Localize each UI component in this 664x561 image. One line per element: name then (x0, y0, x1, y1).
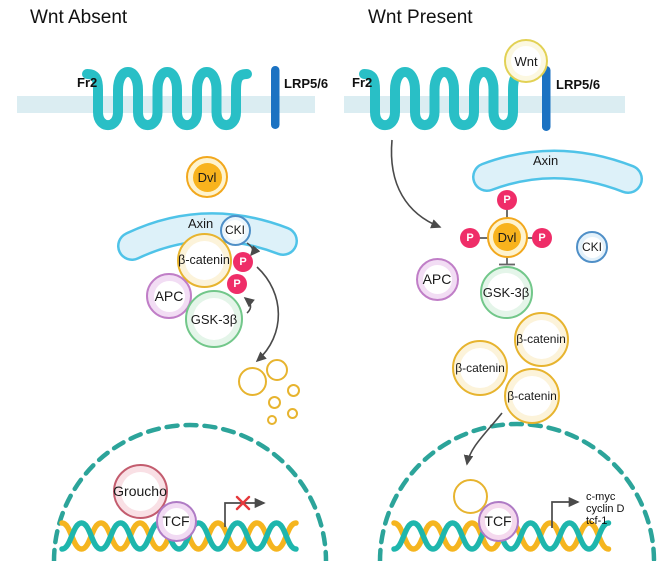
panel-title-wnt-present: Wnt Present (368, 7, 473, 28)
axin-crescent-right (472, 149, 643, 194)
beta-catenin-node-left: β-catenin (176, 232, 232, 288)
blocked-transcription-x-icon (235, 495, 251, 511)
phosphate-node-right-right: P (532, 228, 552, 248)
cki-node-right: CKI (576, 231, 608, 263)
axin-crescent-left (117, 212, 298, 261)
groucho-label: Groucho (113, 483, 167, 499)
gsk3b-node-right: GSK-3β (479, 265, 533, 319)
dvl-label: Dvl (197, 169, 217, 185)
degraded-fragment-circle (286, 407, 298, 419)
nucleus-envelope-left (51, 422, 329, 561)
tcf-label: TCF (162, 513, 190, 529)
lrp5-6-label-left: LRP5/6 (284, 76, 329, 91)
target-gene-tcf-1: tcf-1 (586, 515, 608, 527)
cki-label: CKI (581, 240, 602, 254)
lrp5-6-label-right: LRP5/6 (556, 77, 601, 92)
axin-label-right: Axin (533, 153, 559, 168)
phosphate-node-left-1: P (233, 252, 253, 272)
phosphate-label: P (503, 194, 511, 206)
beta-catenin-label: β-catenin (516, 332, 566, 346)
nucleus-envelope-right (377, 421, 657, 561)
beta-catenin-label: β-catenin (455, 361, 505, 375)
degraded-fragment-circle (266, 359, 288, 381)
lrp5-6-bar-right (542, 66, 551, 131)
cell-membrane-right (344, 96, 625, 113)
dvl-node-right: Dvl (486, 216, 528, 258)
wnt-label: Wnt (514, 53, 538, 69)
target-gene-cyclin-d: cyclin D (586, 503, 625, 515)
apc-node-right: APC (415, 257, 459, 301)
fr2-receptor-left (82, 67, 252, 131)
gsk-phosphorylation-arrow (243, 296, 255, 314)
phosphate-label: P (538, 232, 546, 244)
dvl-node-left: Dvl (186, 156, 228, 198)
gsk3b-label: GSK-3β (482, 284, 530, 300)
tcf-node-left: TCF (155, 500, 197, 542)
fr2-label-right: Fr2 (352, 75, 373, 90)
degraded-fragment-circle (267, 415, 277, 425)
degraded-fragment-circle (286, 383, 300, 397)
dvl-label: Dvl (497, 229, 517, 245)
gsk3b-label: GSK-3β (190, 311, 238, 327)
target-gene-list: c-myc cyclin D tcf-1 (586, 491, 625, 527)
apc-node-left: APC (146, 273, 192, 319)
receptor-to-dvl-arrow (390, 139, 442, 229)
degraded-fragment-circle (267, 395, 281, 409)
lrp5-6-bar-left (271, 66, 280, 129)
tcf-node-right: TCF (477, 500, 519, 542)
phosphate-node-right-left: P (460, 228, 480, 248)
beta-catenin-node-right-3: β-catenin (504, 368, 560, 424)
cki-label: CKI (224, 223, 245, 237)
transcription-arrow-left (224, 497, 266, 527)
beta-catenin-node-right-1: β-catenin (513, 311, 569, 367)
beta-catenin-label: β-catenin (178, 252, 230, 267)
beta-catenin-nuclear-circle (452, 478, 488, 514)
phosphate-node-left-2: P (227, 274, 247, 294)
wnt-ligand-node: Wnt (504, 39, 548, 83)
degraded-fragment-circle (237, 366, 267, 396)
cell-membrane-left (17, 96, 315, 113)
cki-phosphorylation-arrow (246, 242, 261, 257)
fr2-receptor-right (359, 67, 529, 131)
tcf-label: TCF (484, 513, 512, 529)
beta-catenin-to-nucleus-arrow (463, 412, 503, 466)
panel-title-wnt-absent: Wnt Absent (30, 7, 128, 28)
cki-node-left: CKI (219, 214, 251, 246)
transcription-arrow-right (551, 496, 580, 528)
apc-label: APC (154, 288, 184, 304)
apc-label: APC (422, 271, 452, 287)
degradation-arrow (255, 266, 280, 363)
phosphate-node-right-top: P (497, 190, 517, 210)
beta-catenin-label: β-catenin (507, 389, 557, 403)
axin-label-left: Axin (188, 216, 214, 231)
target-gene-c-myc: c-myc (586, 491, 616, 503)
phosphate-label: P (233, 278, 241, 290)
beta-catenin-node-right-2: β-catenin (452, 340, 508, 396)
gsk3b-node-left: GSK-3β (185, 290, 243, 348)
phosphate-label: P (466, 232, 474, 244)
fr2-label-left: Fr2 (77, 75, 98, 90)
phosphate-label: P (239, 256, 247, 268)
